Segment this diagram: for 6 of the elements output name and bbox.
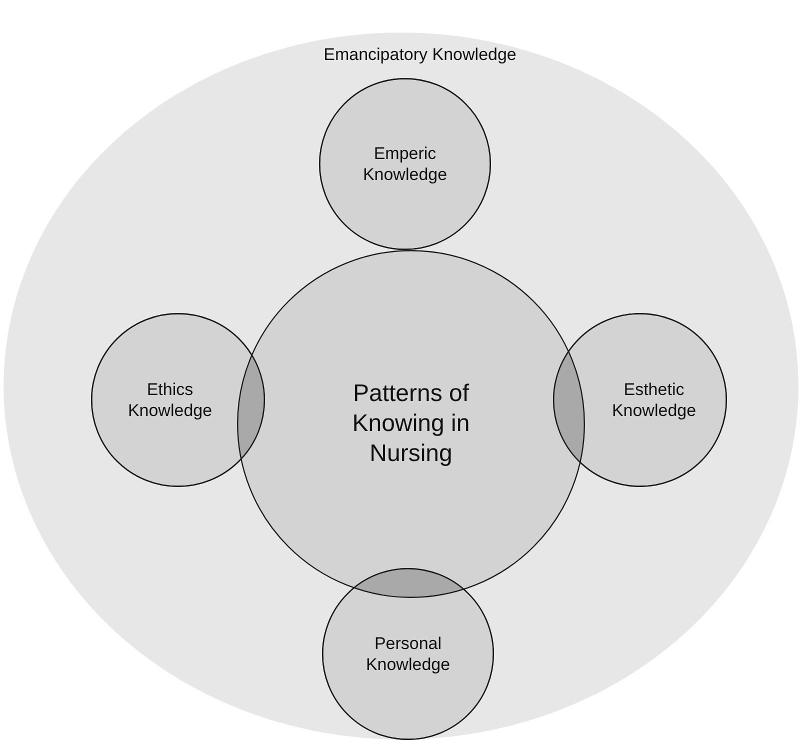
circle-label: Esthetic Knowledge bbox=[610, 378, 698, 422]
circle-label: Ethics Knowledge bbox=[126, 378, 214, 422]
circle-label: Personal Knowledge bbox=[364, 632, 452, 676]
circle-label: Emperic Knowledge bbox=[362, 142, 448, 186]
center-label: Patterns of Knowing in Nursing bbox=[351, 379, 471, 469]
outer-label: Emancipatory Knowledge bbox=[322, 44, 518, 66]
